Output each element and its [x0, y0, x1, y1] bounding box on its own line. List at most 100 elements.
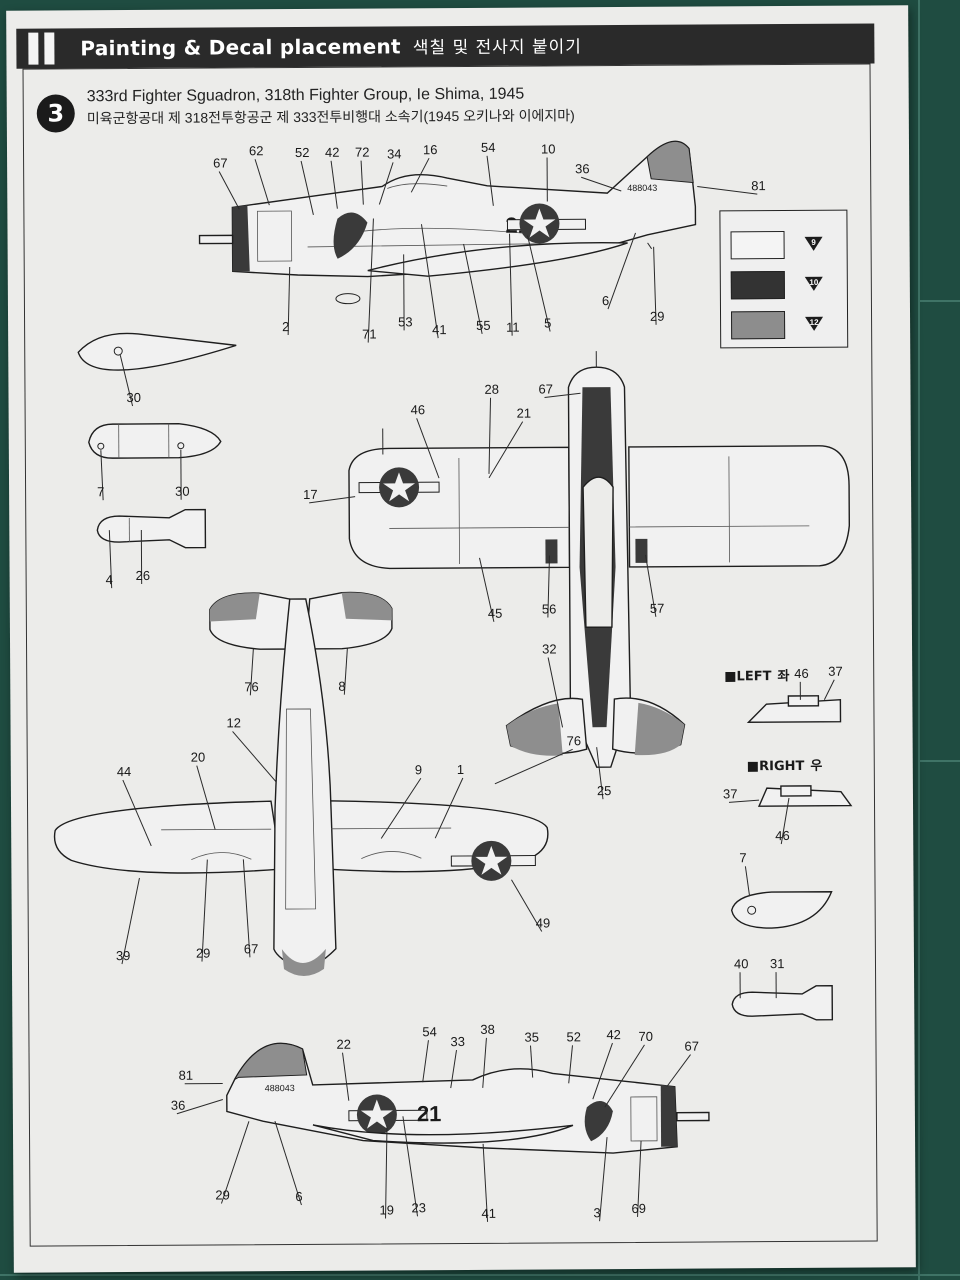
callout-leader-line [367, 218, 374, 343]
callout-leader-line [544, 392, 581, 398]
aircraft-serial-right: 488043 [265, 1083, 295, 1093]
decal-callout-number: 29 [215, 1187, 230, 1202]
decal-callout-number: 54 [422, 1024, 437, 1039]
callout-leader-line [242, 859, 251, 958]
decal-callout-number: 12 [226, 715, 241, 730]
callout-leader-line [402, 1116, 419, 1217]
callout-leader-line [342, 1052, 350, 1101]
top-view [348, 351, 851, 768]
callout-leader-line [300, 160, 314, 216]
callout-leader-line [527, 235, 551, 332]
decal-callout-number: 67 [244, 941, 259, 956]
decal-callout-number: 1 [457, 762, 464, 777]
decal-callout-number: 6 [602, 293, 609, 308]
callout-leader-line [488, 397, 492, 474]
decal-callout-number: 9 [415, 762, 422, 777]
bomb-left-view [96, 508, 207, 549]
callout-leader-line [780, 797, 790, 845]
callout-leader-line [568, 1045, 573, 1084]
paint-ref-number: 12 [809, 317, 819, 327]
bomb-right-view [731, 985, 834, 1021]
callout-leader-line [607, 232, 636, 310]
callout-leader-line [360, 160, 364, 205]
decal-callout-number: 38 [480, 1022, 495, 1037]
callout-leader-line [728, 799, 760, 803]
decal-callout-number: 36 [575, 161, 590, 176]
decal-callout-number: 46 [794, 666, 809, 681]
callout-leader-line [486, 155, 494, 206]
decal-callout-number: 4 [106, 572, 113, 587]
decal-callout-number: 41 [432, 322, 447, 337]
decal-callout-number: 21 [517, 406, 532, 421]
decal-callout-number: 81 [751, 178, 766, 193]
decal-callout-number: 30 [126, 390, 141, 405]
decal-callout-number: 5 [544, 315, 551, 330]
callout-leader-line [494, 748, 573, 785]
callout-leader-line [274, 1120, 302, 1206]
callout-leader-line [637, 1140, 642, 1217]
decal-callout-number: 70 [638, 1029, 653, 1044]
decal-callout-number: 33 [450, 1034, 465, 1049]
callout-leader-line [463, 243, 483, 334]
callout-leader-line [385, 1126, 388, 1219]
decal-callout-number: 46 [411, 402, 426, 417]
callout-leader-line [482, 1037, 487, 1088]
decal-callout-number: 32 [542, 641, 557, 656]
callout-leader-line [666, 1054, 691, 1088]
fuel-tank-view [77, 332, 237, 371]
aircraft-drawings: 21 488043 676252427234165410368127153415… [53, 140, 853, 1222]
left-profile-view: 21 488043 [198, 140, 697, 305]
callout-leader-line [218, 171, 240, 210]
callout-leader-line [220, 1121, 250, 1204]
callout-leader-line [479, 557, 495, 622]
decal-callout-number: 45 [488, 606, 503, 621]
callout-leader-line [100, 450, 104, 501]
decal-callout-number: 52 [566, 1029, 581, 1044]
decal-callout-number: 37 [723, 786, 738, 801]
decal-callout-number: 42 [325, 145, 340, 160]
decal-callout-number: 76 [244, 679, 259, 694]
decal-callout-number: 42 [606, 1027, 621, 1042]
decal-callout-number: 54 [481, 140, 496, 155]
decal-callout-number: 17 [303, 487, 318, 502]
callout-leader-line [121, 877, 140, 965]
paint-swatch-white [730, 231, 785, 260]
callout-leader-line [410, 157, 430, 193]
decal-callout-number: 72 [355, 145, 370, 160]
decal-callout-number: 2 [282, 319, 289, 334]
decal-callout-number: 39 [116, 948, 131, 963]
paint-ref-number: 9 [811, 237, 816, 247]
paint-ref-number: 10 [809, 277, 819, 287]
callout-leader-line [644, 554, 657, 617]
decal-callout-number: 55 [476, 318, 491, 333]
callout-leader-line [547, 657, 564, 728]
decal-callout-number: 76 [567, 733, 582, 748]
callout-leader-line [823, 679, 835, 701]
callout-leader-line [581, 176, 622, 192]
small-tank-view [730, 891, 833, 929]
callout-leader-line [330, 160, 338, 209]
decal-callout-number: 31 [770, 956, 785, 971]
mat-grid-line [918, 0, 920, 1280]
callout-leader-line [416, 418, 440, 479]
paint-swatch-gray [731, 311, 786, 340]
callout-leader-line [434, 777, 464, 839]
decal-callout-number: 46 [775, 828, 790, 843]
callout-leader-line [653, 246, 657, 325]
decal-callout-number: 7 [97, 484, 104, 499]
decal-callout-number: 7 [739, 850, 746, 865]
callout-leader-line [176, 1098, 223, 1115]
decal-callout-number: 67 [213, 155, 228, 170]
decal-callout-number: 16 [423, 142, 438, 157]
callout-leader-line [201, 859, 208, 962]
callout-leader-line [511, 879, 543, 932]
callout-leader-line [482, 1143, 489, 1222]
decal-callout-number: 53 [398, 314, 413, 329]
decal-callout-number: 69 [631, 1201, 646, 1216]
drop-tank-view [88, 423, 222, 459]
callout-leader-line [420, 224, 439, 339]
callout-leader-line [529, 1045, 534, 1078]
callout-leader-line [122, 779, 152, 847]
